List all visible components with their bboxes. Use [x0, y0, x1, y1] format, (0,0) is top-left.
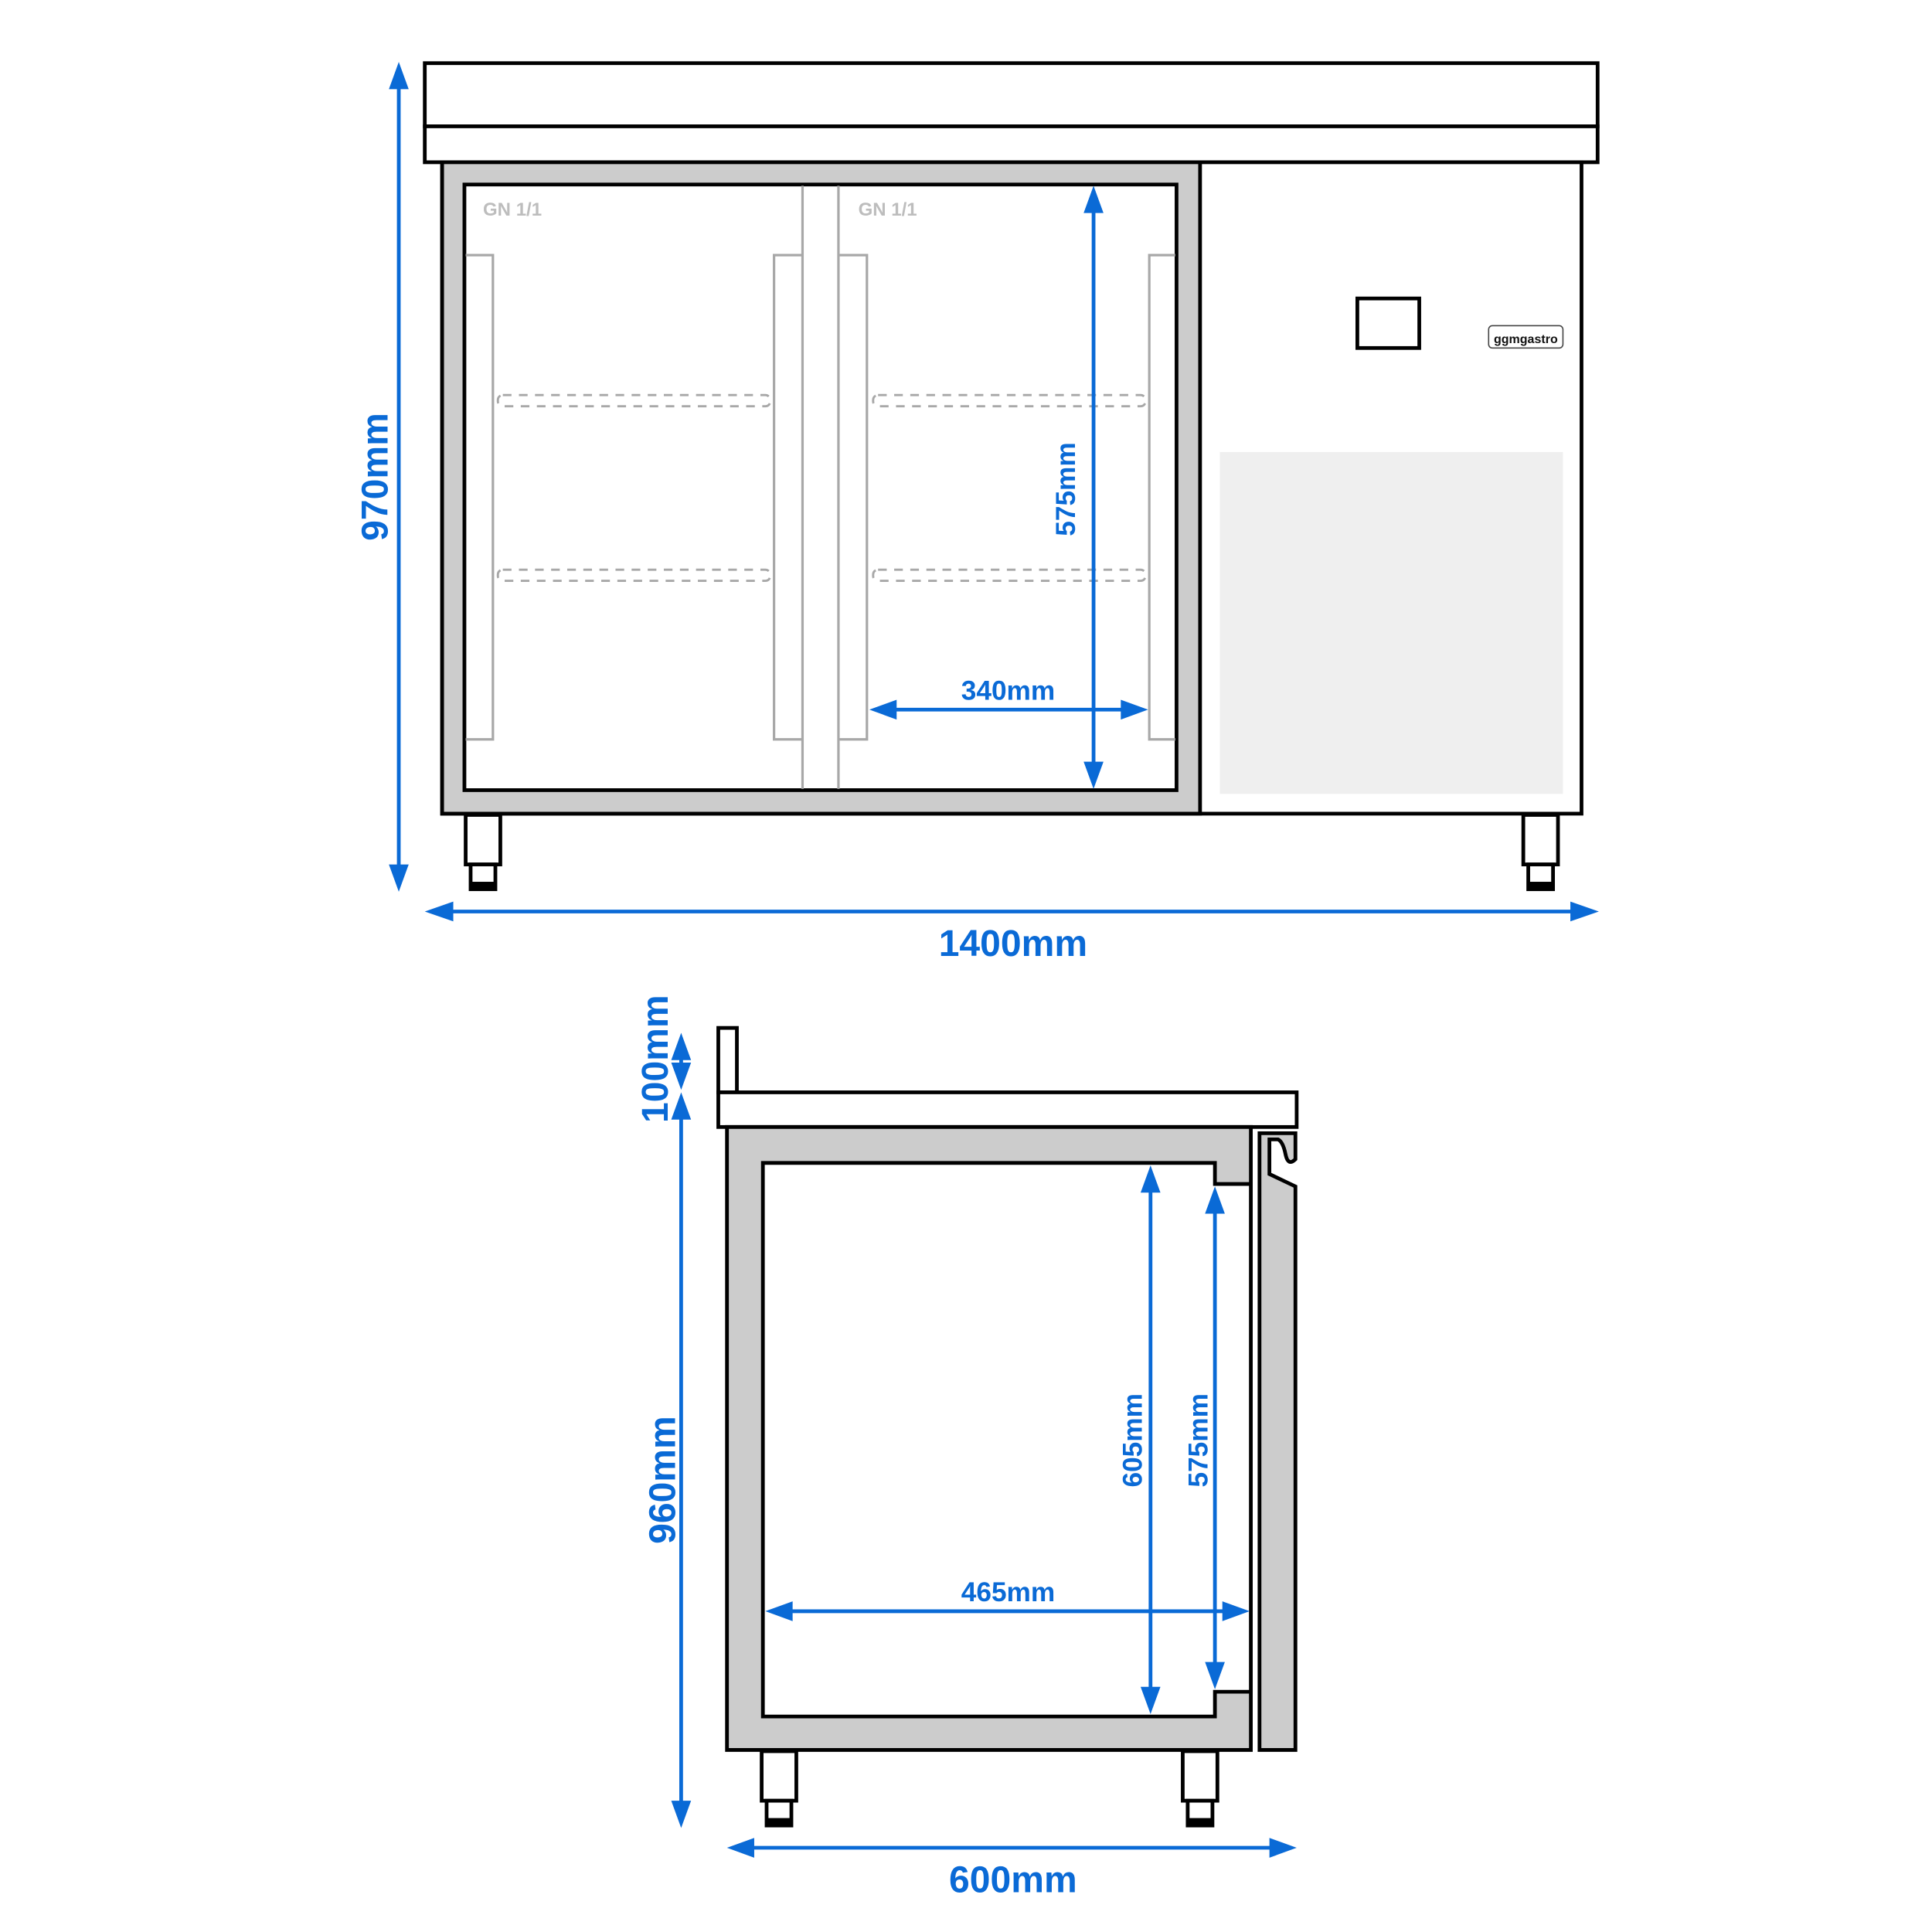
worktop: [423, 124, 1600, 165]
legs: [760, 1749, 1219, 1828]
compartment-label: GN 1/1: [483, 199, 542, 220]
door-glass: [462, 182, 1179, 792]
body-height-dimension: 960mm: [641, 1092, 692, 1828]
control-display: [1355, 296, 1421, 350]
brand-text: ggmgastro: [1494, 332, 1558, 346]
svg-text:1400mm: 1400mm: [939, 923, 1087, 964]
door-opening-height-dimension: 575mm: [1184, 1186, 1225, 1689]
interior-depth-dimension: 465mm: [765, 1577, 1250, 1621]
ventilation-panel: [1219, 451, 1563, 794]
depth-dimension: 600mm: [726, 1838, 1297, 1901]
svg-text:575mm: 575mm: [1184, 1393, 1214, 1487]
svg-text:960mm: 960mm: [641, 1416, 683, 1544]
svg-text:605mm: 605mm: [1118, 1393, 1148, 1487]
svg-text:465mm: 465mm: [961, 1577, 1055, 1607]
shelf-width-dimension: 340mm: [869, 675, 1148, 720]
svg-text:600mm: 600mm: [949, 1859, 1077, 1901]
compartment-label: GN 1/1: [859, 199, 917, 220]
svg-text:970mm: 970mm: [355, 413, 396, 541]
svg-text:100mm: 100mm: [634, 995, 676, 1123]
interior-cavity: [760, 1161, 1253, 1719]
upstand: [716, 1026, 739, 1094]
left-rail: [465, 253, 495, 741]
svg-text:575mm: 575mm: [1051, 442, 1081, 536]
right-rail: [1148, 253, 1175, 741]
interior-height-dimension: 605mm: [1118, 1165, 1161, 1714]
front-view: GN 1/1 GN 1/1 ggmgastro 970mm 140: [355, 61, 1600, 964]
rail: [773, 253, 803, 741]
height-dimension: 970mm: [355, 62, 409, 892]
legs: [464, 813, 1560, 892]
side-view: 100mm 960mm 600mm 465mm 605mm: [634, 995, 1299, 1901]
shelves: [496, 393, 1147, 583]
upstand-height-dimension: 100mm: [634, 995, 692, 1123]
width-dimension: 1400mm: [424, 901, 1599, 964]
worktop: [716, 1090, 1299, 1129]
svg-text:340mm: 340mm: [961, 675, 1055, 706]
worktop-upstand: [423, 61, 1600, 128]
brand-badge: [1488, 325, 1564, 349]
rail: [838, 253, 869, 741]
door: [1257, 1131, 1298, 1752]
interior-height-dimension: 575mm: [1051, 185, 1104, 789]
